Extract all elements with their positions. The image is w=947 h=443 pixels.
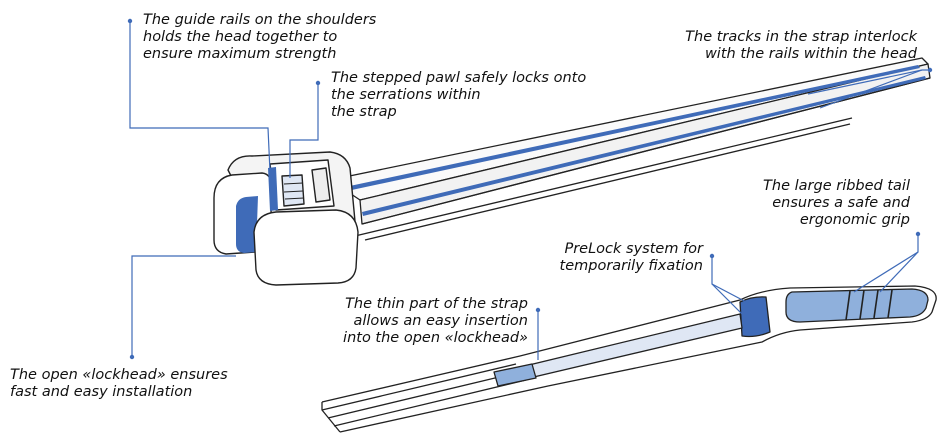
leader-lines xyxy=(127,18,933,360)
lockhead xyxy=(213,151,359,286)
head-front-block xyxy=(253,209,359,286)
insertion-block xyxy=(493,363,537,387)
leader-prelock xyxy=(711,256,751,305)
leader-ribbed-tail xyxy=(853,234,919,293)
prelock-bump xyxy=(739,296,771,338)
upper-strap-tracks xyxy=(345,65,926,216)
annotation-guide-rails: The guide rails on the shoulders holds t… xyxy=(143,12,377,62)
annotation-ribbed-tail: The large ribbed tail ensures a safe and… xyxy=(763,178,910,228)
rib-1 xyxy=(845,290,851,321)
ribbed-tail-pad xyxy=(785,288,929,323)
stepped-pawl xyxy=(281,174,305,207)
track-1 xyxy=(345,65,920,191)
rib-4 xyxy=(887,289,893,319)
tail-body xyxy=(321,285,937,433)
annotation-prelock: PreLock system for temporarily fixation xyxy=(559,241,703,274)
track-2 xyxy=(362,76,926,216)
annotation-tracks: The tracks in the strap interlock with t… xyxy=(685,29,917,62)
annotation-open-lockhead: The open «lockhead» ensures fast and eas… xyxy=(10,367,228,400)
leader-guide-rails xyxy=(129,22,271,173)
guide-rail-blue xyxy=(236,196,258,253)
leader-open-lockhead xyxy=(131,255,236,356)
annotation-stepped-pawl: The stepped pawl safely locks onto the s… xyxy=(331,70,587,120)
upper-strap-underside-2 xyxy=(364,123,851,241)
upper-strap-underside xyxy=(354,117,853,237)
lower-strap xyxy=(321,285,937,433)
annotation-thin-part: The thin part of the strap allows an eas… xyxy=(343,296,528,346)
rib-3 xyxy=(873,289,879,319)
rib-2 xyxy=(859,289,865,320)
shoulder-rail xyxy=(268,167,278,211)
leader-stepped-pawl xyxy=(289,84,319,178)
